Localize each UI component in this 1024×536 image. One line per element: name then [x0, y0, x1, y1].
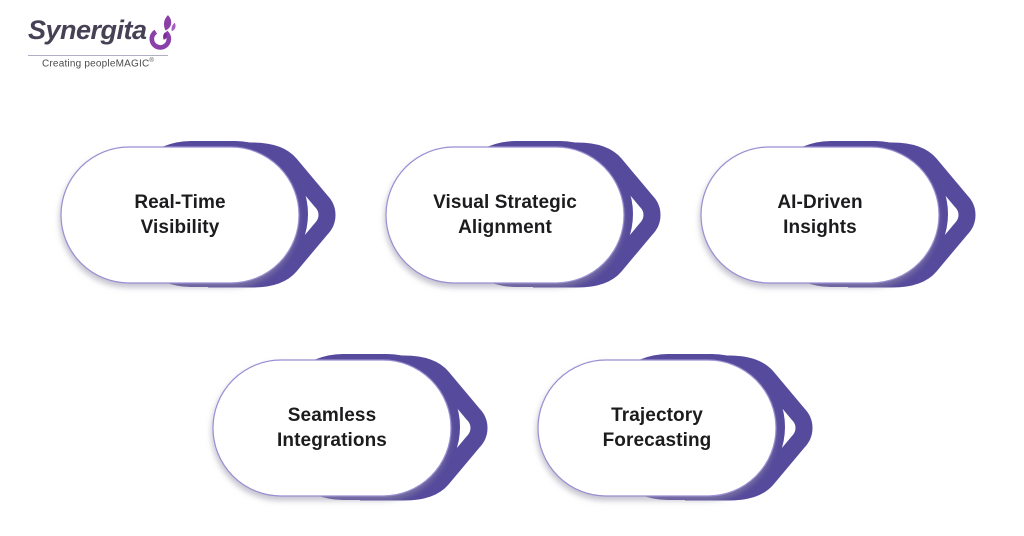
badge-label-line2: Alignment	[458, 217, 552, 238]
logo-tagline: Creating peopleMAGIC®	[28, 58, 168, 69]
registered-mark: ®	[149, 58, 154, 64]
badge-label-line2: Forecasting	[602, 430, 712, 451]
badge-trajectory-forecasting: Trajectory Forecasting	[535, 353, 817, 503]
badge-shape	[700, 141, 976, 288]
badge-arrow-band	[848, 142, 976, 288]
badge-ai-driven-insights: AI-Driven Insights	[698, 140, 980, 290]
logo-divider-line	[28, 55, 168, 56]
logo-wordmark: Synergita	[28, 15, 147, 45]
badge-shape	[385, 141, 661, 288]
badge-label-line2: Integrations	[277, 430, 387, 451]
badge-real-time-visibility: Real-Time Visibility	[58, 140, 340, 290]
badge-arrow-band	[208, 142, 336, 288]
badge-label: Visual Strategic Alignment	[385, 147, 625, 283]
badge-label: Real-Time Visibility	[60, 147, 300, 283]
badge-pill	[385, 146, 625, 284]
badge-label-line1: Seamless	[287, 404, 377, 426]
logo-brand-row: Synergita	[28, 15, 188, 54]
badge-label-line1: Visual Strategic	[433, 191, 577, 213]
logo-tagline-text: Creating peopleMAGIC	[41, 58, 150, 70]
badge-label: AI-Driven Insights	[700, 147, 940, 283]
badge-pill	[700, 146, 940, 284]
badge-label-line2: Insights	[783, 217, 857, 238]
badge-label-line1: Trajectory	[611, 404, 703, 426]
flame-swirl-icon	[149, 15, 176, 50]
badge-shape	[212, 354, 488, 501]
badge-label: Trajectory Forecasting	[537, 360, 777, 496]
badge-arrow-band	[685, 355, 813, 501]
badge-label: Seamless Integrations	[212, 360, 452, 496]
badge-label-line2: Visibility	[140, 217, 220, 238]
badge-label-line1: AI-Driven	[777, 191, 863, 213]
badge-label-line1: Real-Time	[134, 191, 226, 213]
badge-pill	[60, 146, 300, 284]
badge-shape	[60, 141, 336, 288]
badge-seamless-integrations: Seamless Integrations	[210, 353, 492, 503]
badge-pill	[537, 359, 777, 497]
badge-shape	[537, 354, 813, 501]
badge-arrow-band	[533, 142, 661, 288]
synergita-logo: Synergita Creating peopleMAGIC®	[28, 15, 188, 69]
badge-arrow-band	[360, 355, 488, 501]
badge-visual-strategic-alignment: Visual Strategic Alignment	[383, 140, 665, 290]
badge-pill	[212, 359, 452, 497]
